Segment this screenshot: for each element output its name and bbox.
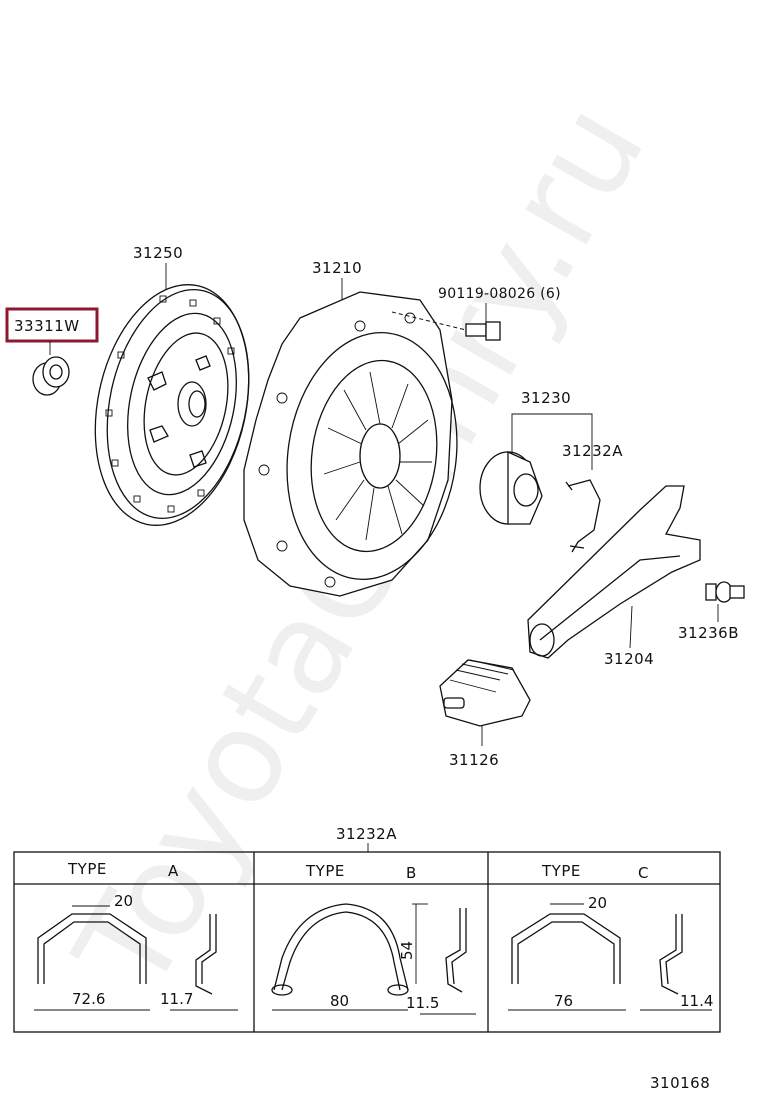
label-31232a: 31232A xyxy=(562,442,623,460)
highlight-box xyxy=(5,307,99,343)
part-31232a[interactable]: 31232A xyxy=(562,442,623,553)
type-c-letter: C xyxy=(638,864,649,882)
clutch-cover-drawing xyxy=(243,291,458,597)
part-31204[interactable]: 31204 xyxy=(527,485,701,668)
clip-type-table: 31232A TYPE A 20 72.6 11.7 TYPE B xyxy=(13,825,721,1033)
release-fork-drawing xyxy=(527,485,701,659)
type-c-side-dim: 11.4 xyxy=(680,992,713,1010)
part-33311w[interactable]: 33311W xyxy=(5,307,99,396)
label-33311w: 33311W xyxy=(14,317,80,335)
type-c-top-dim: 20 xyxy=(588,894,607,912)
clutch-disc-drawing xyxy=(94,284,250,526)
type-a-top-dim: 20 xyxy=(114,892,133,910)
type-b-height-dim: 54 xyxy=(398,941,416,960)
bolt-drawing xyxy=(465,321,501,341)
part-31210[interactable]: 31210 xyxy=(243,259,472,597)
type-c-cell: TYPE C 20 76 11.4 xyxy=(508,862,713,1011)
boot-drawing xyxy=(439,659,531,727)
part-31230[interactable]: 31230 xyxy=(479,389,593,525)
label-31236b: 31236B xyxy=(678,624,739,642)
label-31204: 31204 xyxy=(604,650,654,668)
label-31250: 31250 xyxy=(133,244,183,262)
table-title: 31232A xyxy=(336,825,397,843)
pivot-drawing xyxy=(705,581,745,603)
type-b-width-dim: 80 xyxy=(330,992,349,1010)
type-a-word: TYPE xyxy=(67,860,107,878)
part-31250[interactable]: 31250 xyxy=(74,244,269,540)
type-c-word: TYPE xyxy=(541,862,581,880)
release-bearing-drawing xyxy=(479,450,543,525)
type-a-width-dim: 72.6 xyxy=(72,990,105,1008)
type-b-side-dim: 11.5 xyxy=(406,994,439,1012)
type-a-letter: A xyxy=(168,862,179,880)
type-a-cell: TYPE A 20 72.6 11.7 xyxy=(34,860,238,1011)
type-b-cell: TYPE B 54 80 11.5 xyxy=(271,862,476,1015)
table-frame xyxy=(13,851,721,1033)
diagram-code: 310168 xyxy=(650,1074,710,1092)
part-90119-08026[interactable]: 90119-08026 (6) xyxy=(391,286,561,341)
part-31126[interactable]: 31126 xyxy=(439,659,531,769)
label-90119-08026: 90119-08026 (6) xyxy=(438,286,561,302)
type-c-width-dim: 76 xyxy=(554,992,573,1010)
label-31126: 31126 xyxy=(449,751,499,769)
part-31236b[interactable]: 31236B xyxy=(678,581,745,642)
label-31210: 31210 xyxy=(312,259,362,277)
pilot-bearing-drawing xyxy=(32,356,70,396)
type-a-side-dim: 11.7 xyxy=(160,990,193,1008)
label-31230: 31230 xyxy=(521,389,571,407)
type-b-word: TYPE xyxy=(305,862,345,880)
type-b-letter: B xyxy=(406,864,417,882)
